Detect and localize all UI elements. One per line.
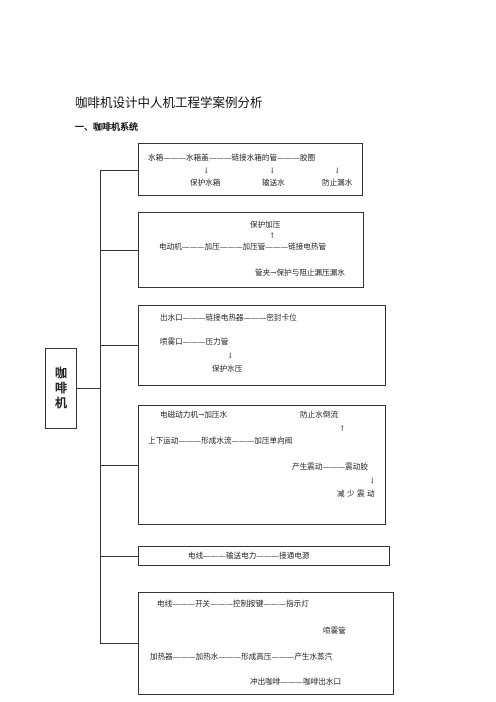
arrow-up: ↑	[339, 424, 346, 433]
connector-branch-5	[100, 556, 138, 557]
node-control-row1: 电线———开关———控制按键———指示灯	[157, 599, 309, 608]
node-motor-top: 保护加压	[250, 220, 281, 229]
node-control-row4: 冲出咖啡———咖啡出水口	[250, 677, 342, 686]
node-water-tank	[138, 143, 363, 196]
root-char: 咖	[54, 366, 67, 380]
node-water-tank-row: 水箱———水箱盖———链接水箱的管———胶圈	[148, 153, 316, 162]
connector-branch-3	[100, 345, 138, 346]
node-control-row3: 加热器———加热水———形成高压———产生水蒸汽	[150, 652, 333, 661]
section-heading: 一、咖啡机系统	[75, 123, 139, 133]
node-motor-bottom: 管夹→保护与阻止漏压漏水	[255, 268, 345, 277]
connector-branch-6	[100, 643, 138, 644]
node-pump-row4: 减 少 震 动	[337, 489, 375, 498]
connector-branch-1	[100, 170, 138, 171]
node-control-heater	[138, 592, 394, 695]
connector-branch-4	[100, 465, 138, 466]
node-power-cable	[138, 546, 390, 566]
node-outlet	[138, 305, 386, 386]
node-outlet-row3: 保护水压	[212, 364, 243, 373]
node-label: 保护水箱	[190, 178, 221, 187]
arrow-down: ↓	[227, 351, 234, 360]
node-outlet-row2: 喷雾口———压力管	[160, 337, 229, 346]
node-pump-row3: 产生震动———震动胶	[292, 462, 368, 471]
node-power-row: 电线———输送电力———接通电源	[188, 551, 310, 560]
node-pump-row1b: 防止水倒流	[300, 410, 338, 419]
arrow-down: ↓	[334, 166, 341, 175]
node-motor-row: 电动机———加压———加压管———链接电热管	[159, 242, 327, 251]
root-char: 啡	[54, 381, 67, 395]
node-outlet-row1: 出水口———链接电热器———密封卡位	[160, 313, 297, 322]
node-motor	[138, 212, 364, 288]
node-solenoid-pump	[138, 405, 386, 525]
arrow-down: ↓	[369, 476, 376, 485]
connector-root-to-trunk	[77, 388, 101, 389]
arrow-down: ↓	[203, 166, 210, 175]
root-char: 机	[54, 396, 67, 410]
node-pump-row2: 上下运动———形成水流———加压单向阀	[148, 436, 293, 445]
root-node-coffee-machine: 咖 啡 机	[45, 348, 77, 429]
page-title: 咖啡机设计中人机工程学案例分析	[75, 95, 263, 110]
arrow-down: ↓	[269, 166, 276, 175]
node-pump-row1a: 电磁动力机→加压水	[160, 410, 228, 419]
node-label: 输送水	[262, 178, 285, 187]
arrow-up: ↑	[269, 231, 276, 240]
node-control-row2: 喷雾管	[323, 626, 346, 635]
connector-trunk	[100, 170, 101, 643]
node-label: 防止漏水	[322, 178, 353, 187]
connector-branch-2	[100, 250, 138, 251]
